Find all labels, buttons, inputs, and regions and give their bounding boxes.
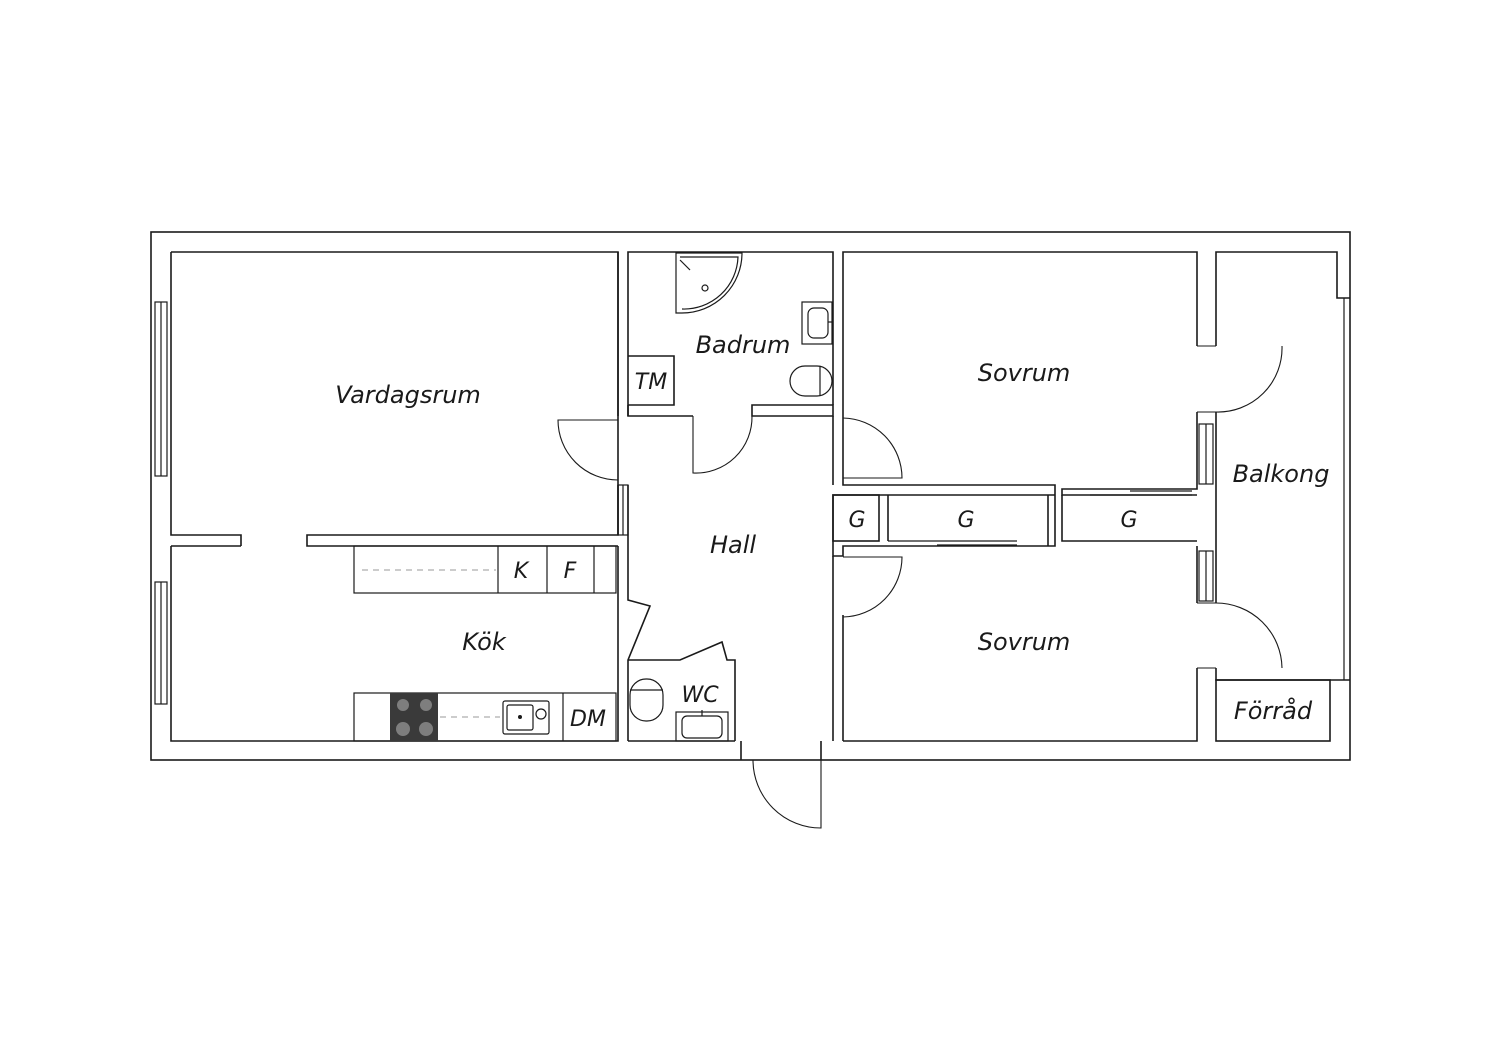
label-sovrum-top: Sovrum — [978, 359, 1071, 387]
room-labels: Vardagsrum Badrum TM Sovrum Balkong Hall… — [335, 331, 1329, 732]
washbasin-icon — [675, 710, 729, 742]
label-g-hall: G — [848, 508, 865, 533]
label-g-mid: G — [957, 508, 974, 533]
outer-walls — [150, 231, 1351, 761]
shower-icon — [675, 252, 743, 314]
label-k: K — [514, 559, 530, 584]
room-bedroom-bottom — [843, 546, 1283, 742]
room-bathroom — [675, 251, 834, 405]
label-dm: DM — [570, 707, 606, 732]
room-wc — [628, 640, 736, 742]
label-balkong: Balkong — [1233, 460, 1330, 488]
label-kok: Kök — [462, 628, 507, 656]
label-g-right: G — [1120, 508, 1137, 533]
hall-walls — [557, 251, 1056, 829]
toilet-icon — [629, 678, 664, 722]
washbasin-icon — [801, 301, 833, 345]
label-f: F — [564, 559, 577, 584]
label-vardagsrum: Vardagsrum — [335, 381, 481, 409]
closets — [832, 490, 1197, 546]
sink-icon — [502, 700, 550, 735]
label-forrad: Förråd — [1234, 696, 1313, 725]
label-sovrum-bottom: Sovrum — [978, 628, 1071, 656]
stove-icon — [390, 693, 438, 741]
room-kitchen — [154, 545, 619, 742]
label-tm: TM — [635, 370, 667, 395]
label-badrum: Badrum — [696, 331, 791, 359]
toilet-icon — [789, 365, 833, 397]
room-balcony — [1215, 251, 1350, 742]
label-wc: WC — [681, 683, 719, 708]
label-hall: Hall — [710, 531, 756, 559]
